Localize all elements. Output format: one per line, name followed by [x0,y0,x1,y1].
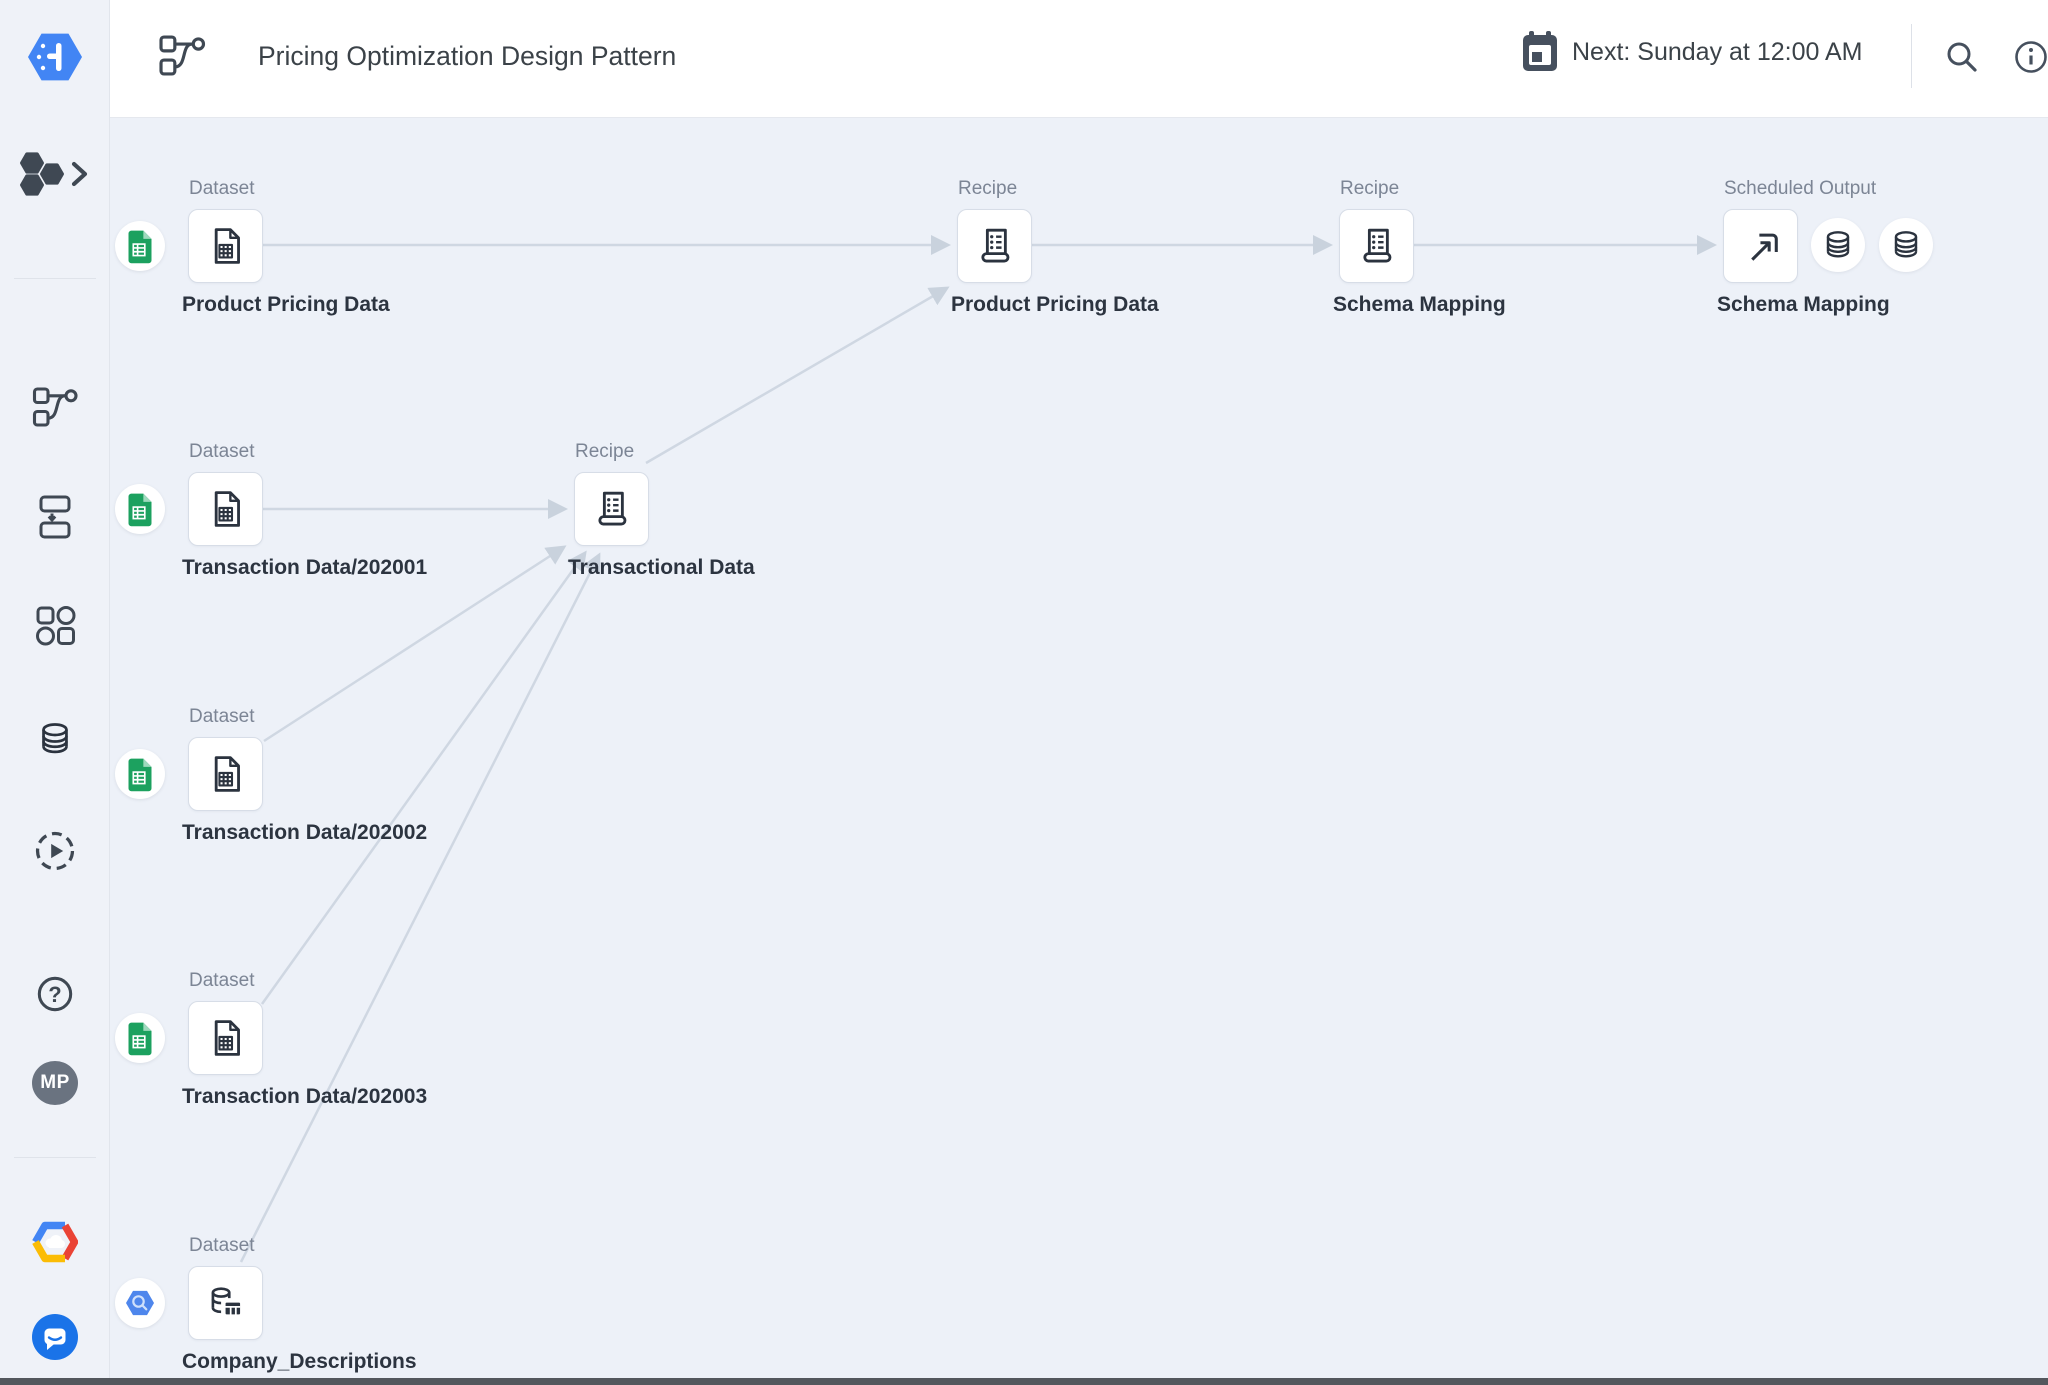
node-title: Product Pricing Data [951,293,1159,316]
flows-icon [32,386,78,427]
sidebar-item-help[interactable]: ? [0,971,110,1017]
recipe-node-box[interactable] [574,472,649,546]
page-title: Pricing Optimization Design Pattern [258,41,677,71]
google-sheets-icon [127,1021,153,1057]
dataprep-hexagon-logo[interactable] [0,29,110,85]
spreadsheet-file-icon [214,491,240,527]
sidebar-item-datasets-expand[interactable] [0,151,110,197]
library-icon [35,605,75,645]
info-button[interactable] [2009,35,2048,79]
node-recipe-schema-mapping[interactable]: Recipe Schema Mapping [1333,178,1506,316]
left-sidebar: ? MP [0,0,110,1385]
avatar-initials: MP [32,1061,78,1105]
node-title: Transaction Data/202003 [182,1085,428,1108]
output-destination-2[interactable] [1879,218,1933,272]
sidebar-divider-bottom [14,1157,96,1158]
google-sheets-icon [127,492,153,528]
node-dataset-transaction-202002[interactable]: Dataset Transaction Data/202002 [115,706,427,844]
google-sheets-icon [127,757,153,793]
node-recipe-product-pricing-data[interactable]: Recipe Product Pricing Data [951,178,1159,316]
help-icon: ? [37,976,73,1012]
node-dataset-transaction-202001[interactable]: Dataset Transaction Data/202001 [115,441,427,579]
bigquery-table-icon [211,1287,243,1317]
google-cloud-icon [32,1221,78,1263]
spreadsheet-file-icon [214,756,240,792]
sidebar-item-job-history[interactable] [0,827,110,875]
sidebar-item-connections[interactable] [0,715,110,763]
sidebar-item-plans[interactable] [0,493,110,541]
recipe-icon [980,228,1009,263]
bigquery-icon [124,1289,156,1317]
node-type-label: Dataset [189,178,255,199]
node-title: Transaction Data/202002 [182,821,428,844]
svg-text:?: ? [48,982,61,1007]
sidebar-divider-top [14,278,96,279]
node-type-label: Dataset [189,1235,255,1256]
google-sheets-icon [127,229,153,265]
node-type-label: Dataset [189,706,255,727]
node-type-label: Recipe [958,178,1018,199]
node-scheduled-output-schema-mapping[interactable]: Scheduled Output Schema Mapping [1717,178,1933,316]
chat-support-icon [32,1314,78,1360]
output-node-box[interactable] [1723,209,1798,283]
plans-icon [39,495,71,539]
recipe-icon [1362,228,1391,263]
google-cloud-logo[interactable] [0,1219,110,1265]
google-sheets-badge [115,221,165,271]
calendar-icon [1523,31,1557,71]
node-title: Schema Mapping [1333,293,1506,316]
spreadsheet-file-icon [214,228,240,264]
user-avatar[interactable]: MP [0,1061,110,1105]
node-type-label: Dataset [189,970,255,991]
recipe-node-box[interactable] [957,209,1032,283]
node-title: Product Pricing Data [182,293,390,316]
bigquery-badge [115,1278,165,1328]
sidebar-item-library[interactable] [0,602,110,648]
node-recipe-transactional-data[interactable]: Recipe Transactional Data [568,441,755,579]
flow-header: Pricing Optimization Design Pattern Next… [110,0,2048,118]
node-type-label: Dataset [189,441,255,462]
export-output-icon [1750,233,1778,262]
node-title: Schema Mapping [1717,293,1890,316]
window-bottom-edge [0,1378,2048,1385]
node-title: Company_Descriptions [182,1350,417,1373]
node-dataset-product-pricing-data[interactable]: Dataset Product Pricing Data [115,178,390,316]
flow-title-icon [157,34,207,78]
recipe-icon [597,491,626,526]
node-title: Transaction Data/202001 [182,556,428,579]
dataset-node-box[interactable] [188,472,263,546]
node-type-label: Recipe [1340,178,1400,199]
sidebar-item-flows[interactable] [0,384,110,430]
node-type-label: Scheduled Output [1724,178,1877,199]
dataset-node-box[interactable] [188,737,263,811]
recipe-node-box[interactable] [1339,209,1414,283]
dataprep-logo-icon [28,33,82,81]
dataset-node-box[interactable] [188,1266,263,1340]
schedule-label: Next: Sunday at 12:00 AM [1572,37,1863,66]
search-icon [1947,42,1977,72]
dataset-node-box[interactable] [188,209,263,283]
node-dataset-transaction-202003[interactable]: Dataset Transaction Data/202003 [115,970,427,1108]
search-button[interactable] [1940,35,1984,79]
google-sheets-badge [115,749,165,799]
info-icon [2015,41,2047,73]
output-destination-1[interactable] [1811,218,1865,272]
node-type-label: Recipe [575,441,635,462]
database-icon [1894,231,1918,258]
google-sheets-badge [115,484,165,534]
node-dataset-company-descriptions[interactable]: Dataset Company_Descriptions [115,1235,417,1373]
datasets-hexagons-expand-icon [20,152,88,196]
chat-support-button[interactable] [0,1313,110,1361]
node-title: Transactional Data [568,556,755,579]
google-sheets-badge [115,1013,165,1063]
schedule-indicator[interactable]: Next: Sunday at 12:00 AM [1520,30,1862,74]
header-divider [1911,24,1912,88]
connections-database-icon [42,723,68,754]
dataset-node-box[interactable] [188,1001,263,1075]
run-jobs-icon [35,831,75,871]
spreadsheet-file-icon [214,1020,240,1056]
database-icon [1826,231,1850,258]
